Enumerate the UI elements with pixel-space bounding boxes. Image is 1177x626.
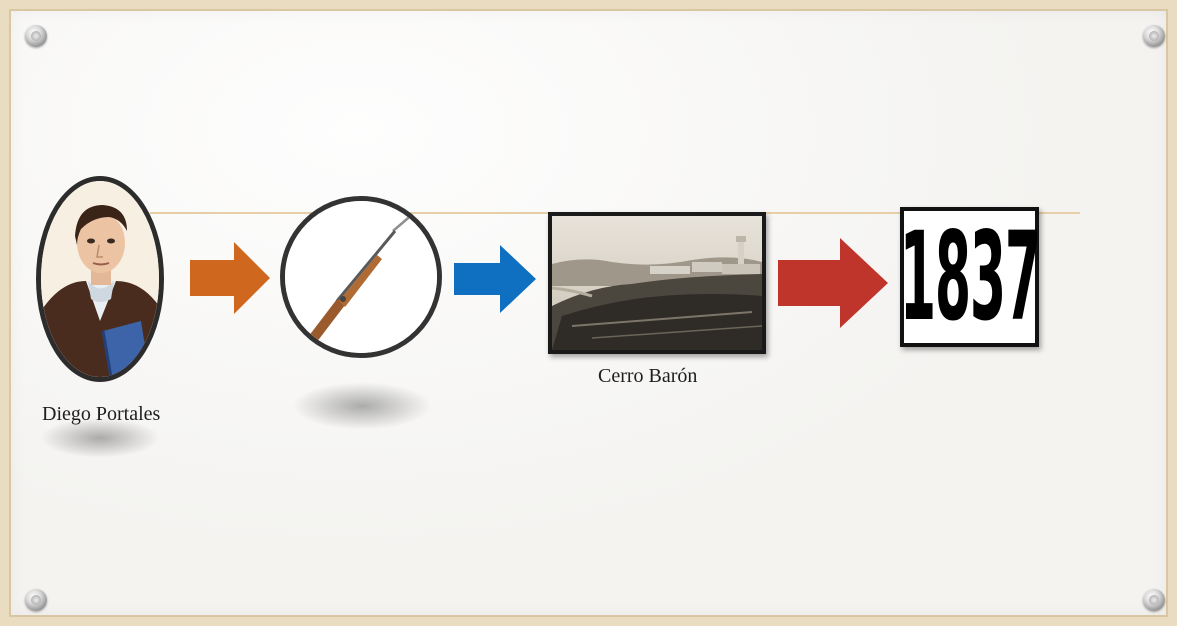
portrait-illustration bbox=[41, 181, 159, 377]
rivet-top-right-icon bbox=[1143, 25, 1165, 47]
year-text: 1837 bbox=[900, 216, 1040, 338]
portrait-image bbox=[36, 176, 164, 382]
rifle-shadow bbox=[292, 382, 432, 430]
rivet-top-left-icon bbox=[25, 25, 47, 47]
rivet-bottom-right-icon bbox=[1143, 589, 1165, 611]
landscape-illustration bbox=[552, 216, 762, 350]
portrait-label: Diego Portales bbox=[42, 403, 160, 426]
year-box: 1837 bbox=[900, 207, 1039, 347]
photo-label: Cerro Barón bbox=[598, 365, 697, 388]
arrow-right-red-icon bbox=[778, 238, 888, 328]
landscape-photo bbox=[548, 212, 766, 354]
rifle-image bbox=[280, 196, 442, 358]
arrow-right-orange-icon bbox=[190, 242, 270, 314]
rivet-bottom-left-icon bbox=[25, 589, 47, 611]
rifle-illustration bbox=[285, 201, 437, 353]
arrow-right-blue-icon bbox=[454, 245, 536, 313]
